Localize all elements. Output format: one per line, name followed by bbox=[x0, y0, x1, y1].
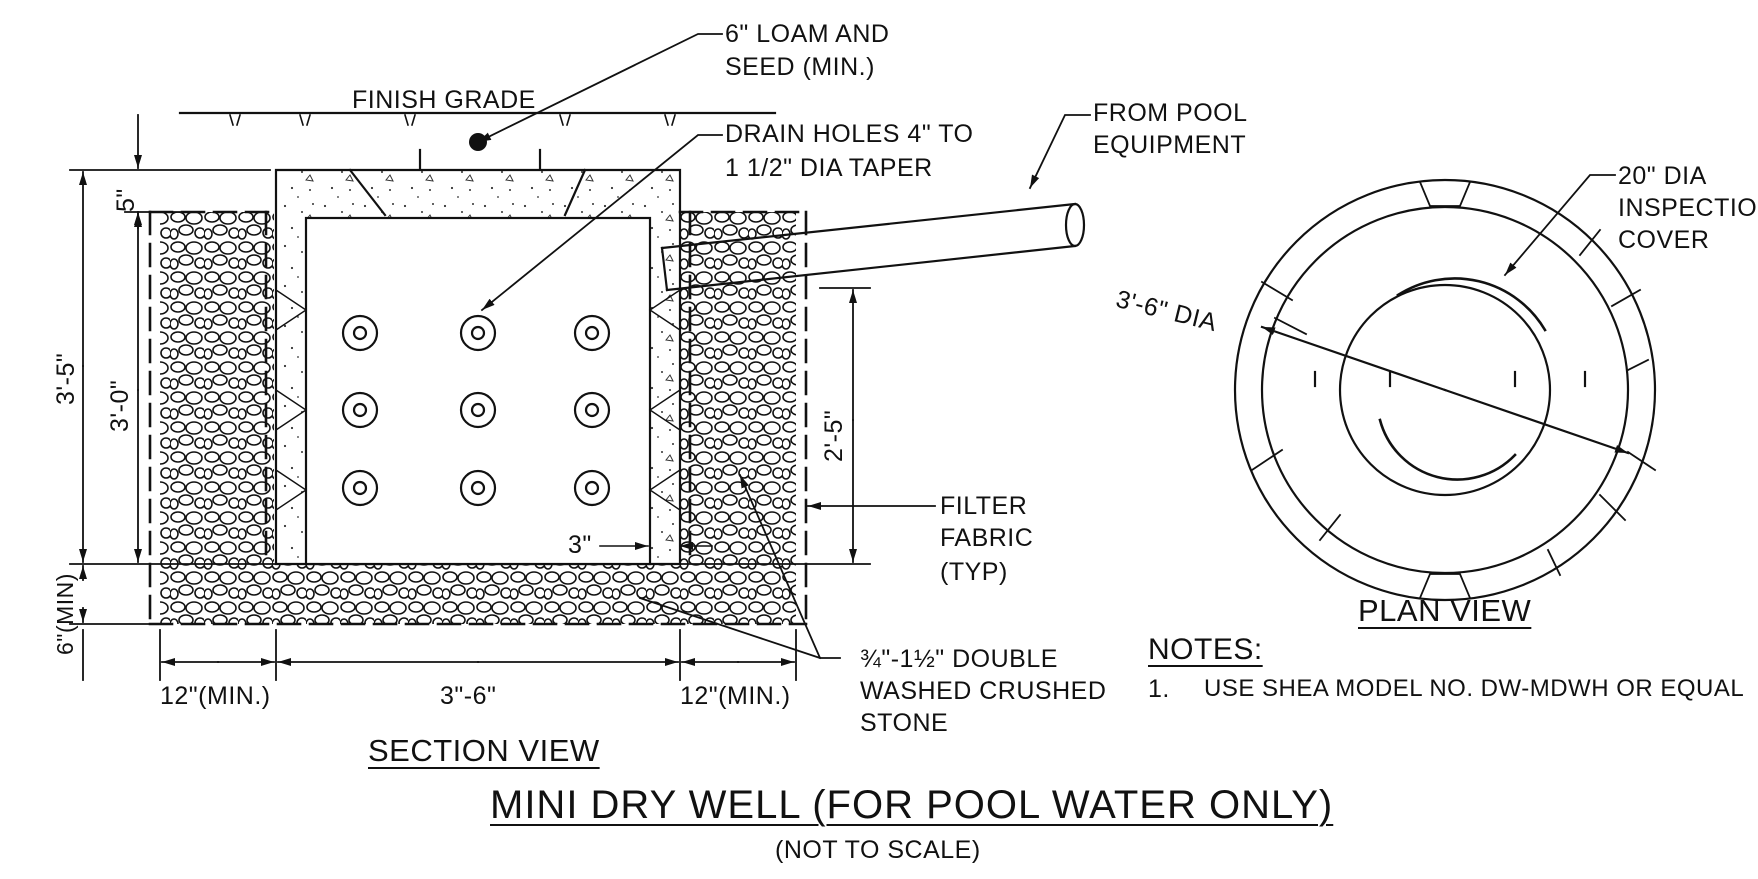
note-text: USE SHEA MODEL No. DW-MDWH OR EQUAL bbox=[1204, 675, 1745, 702]
filter-fabric-callout-line1: FILTER bbox=[940, 492, 1028, 520]
grass-marks bbox=[229, 114, 676, 126]
stone-callout-line2: WASHED CRUSHED bbox=[860, 677, 1107, 705]
cover-callout-line3: COVER bbox=[1618, 226, 1710, 254]
dim-3in: 3" bbox=[568, 531, 592, 559]
dim-6in-min: 6"(MIN) bbox=[52, 573, 78, 655]
cover-callout-line2: INSPECTION bbox=[1618, 194, 1758, 222]
dry-well-chamber bbox=[304, 216, 652, 566]
stone-left bbox=[160, 212, 274, 564]
finish-grade-label: FINISH GRADE bbox=[352, 86, 536, 114]
leader-lines bbox=[476, 33, 1616, 660]
dim-3ft-5in: 3'-5" bbox=[52, 352, 80, 405]
from-pool-callout-line1: FROM POOL bbox=[1093, 99, 1248, 127]
cover-callout-line1: 20" DIA bbox=[1618, 162, 1707, 190]
dim-2ft-5in: 2'-5" bbox=[820, 409, 848, 462]
cover-taper bbox=[348, 168, 587, 217]
stone-callout-line3: STONE bbox=[860, 709, 949, 737]
stone-callout-line1: ¾"-1½" DOUBLE bbox=[860, 645, 1058, 673]
stone-right bbox=[680, 212, 796, 564]
drain-holes bbox=[341, 314, 611, 507]
dimension-lines-left bbox=[69, 114, 271, 681]
dimension-lines-bottom bbox=[159, 629, 797, 681]
plan-view-label: PLAN VIEW bbox=[1358, 593, 1532, 628]
dim-5in: 5" bbox=[112, 188, 140, 212]
inlet-pipe bbox=[660, 202, 1086, 292]
dim-12in-left: 12"(MIN.) bbox=[160, 682, 271, 710]
note-number: 1. bbox=[1148, 675, 1170, 703]
drawing-title: MINI DRY WELL (FOR POOL WATER ONLY) bbox=[490, 783, 1334, 827]
filter-fabric-callout-line3: (TYP) bbox=[940, 558, 1008, 586]
drain-holes-callout-line2: 1 1/2" DIA TAPER bbox=[725, 154, 933, 182]
from-pool-callout-line2: EQUIPMENT bbox=[1093, 131, 1247, 159]
filter-fabric-callout-line2: FABRIC bbox=[940, 524, 1034, 552]
stone-base bbox=[160, 564, 796, 624]
wall-taper-marks bbox=[275, 289, 681, 511]
plan-view-drawing bbox=[1233, 178, 1657, 602]
drain-holes-callout-line1: DRAIN HOLES 4" TO bbox=[725, 120, 974, 148]
dimension-lines-right bbox=[819, 287, 871, 563]
leader-dot bbox=[469, 133, 487, 151]
section-view-label: SECTION VIEW bbox=[368, 733, 600, 768]
dim-12in-right: 12"(MIN.) bbox=[680, 682, 791, 710]
loam-callout-line1: 6" LOAM AND bbox=[725, 20, 890, 48]
drawing-subtitle: (NOT TO SCALE) bbox=[775, 836, 981, 864]
loam-callout-line2: SEED (MIN.) bbox=[725, 53, 875, 81]
dim-3ft-0in: 3'-0" bbox=[106, 379, 134, 432]
notes-heading: NOTES: bbox=[1148, 633, 1263, 666]
dim-3-6: 3"-6" bbox=[440, 682, 497, 710]
